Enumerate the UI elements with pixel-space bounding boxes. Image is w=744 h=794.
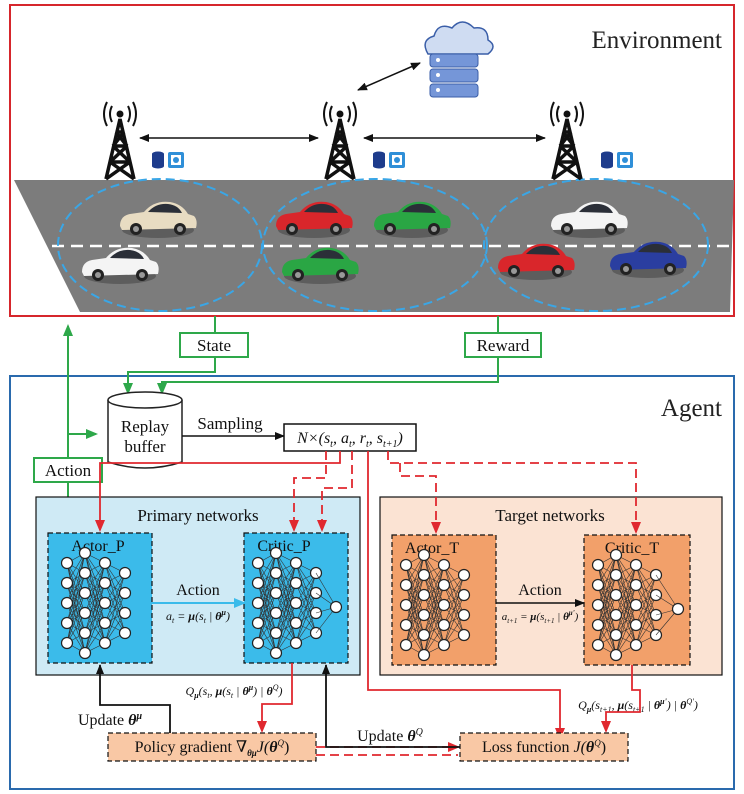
target-action-equation: at+1 = μ(st+1 | θμ') [502, 609, 579, 625]
q-primary-label: Qμ(st, μ(st | θμ) | θQ) [186, 683, 283, 700]
actor-t-label: Actor_T [405, 540, 459, 557]
cell-coverage-zones [57, 178, 709, 312]
primary-action-equation: at = μ(st | θμ) [166, 608, 230, 625]
update-mu-text: Update [78, 712, 124, 729]
policy-gradient-box [107, 732, 317, 762]
primary-networks-title: Primary networks [137, 506, 258, 525]
update-mu-label: Update θμ [78, 711, 143, 729]
reward-box [464, 332, 542, 358]
road [14, 180, 734, 312]
edge-server-icon [601, 151, 633, 169]
minibatch-box [283, 423, 417, 452]
edge-server-icon [373, 151, 405, 169]
primary-action-label: Action [176, 582, 220, 599]
loss-function-label: Loss function J(θQ) [482, 738, 606, 756]
action-signal-label: Action [45, 461, 92, 480]
policy-gradient-label: Policy gradient ∇θμJ(θQ) [135, 738, 290, 758]
target-networks-title: Target networks [495, 506, 604, 525]
state-label: State [197, 336, 231, 355]
environment-title: Environment [591, 27, 722, 54]
cloud-server-icon [424, 21, 494, 98]
policy-gradient-title: Policy gradient [135, 739, 233, 756]
cloud-link-arrow [357, 62, 421, 91]
critic-t-output-node [671, 602, 685, 616]
loss-function-title: Loss function [482, 739, 570, 756]
critic-p-label: Critic_P [257, 538, 310, 555]
state-box [179, 332, 249, 358]
agent-title: Agent [661, 395, 722, 422]
minibatch-formula: N×(st, at, rt, st+1) [296, 430, 403, 450]
critic-p-output-node [329, 600, 343, 614]
edge-server-icon [152, 151, 184, 169]
replay-buffer-label: Replay [121, 417, 170, 436]
target-action-label: Action [518, 582, 562, 599]
replay-buffer-label: buffer [124, 437, 166, 456]
update-q-text: Update [357, 728, 403, 745]
action-signal-box [33, 457, 103, 483]
sampling-label: Sampling [197, 414, 263, 433]
update-q-label: Update θQ [357, 727, 424, 745]
reward-label: Reward [477, 336, 530, 355]
